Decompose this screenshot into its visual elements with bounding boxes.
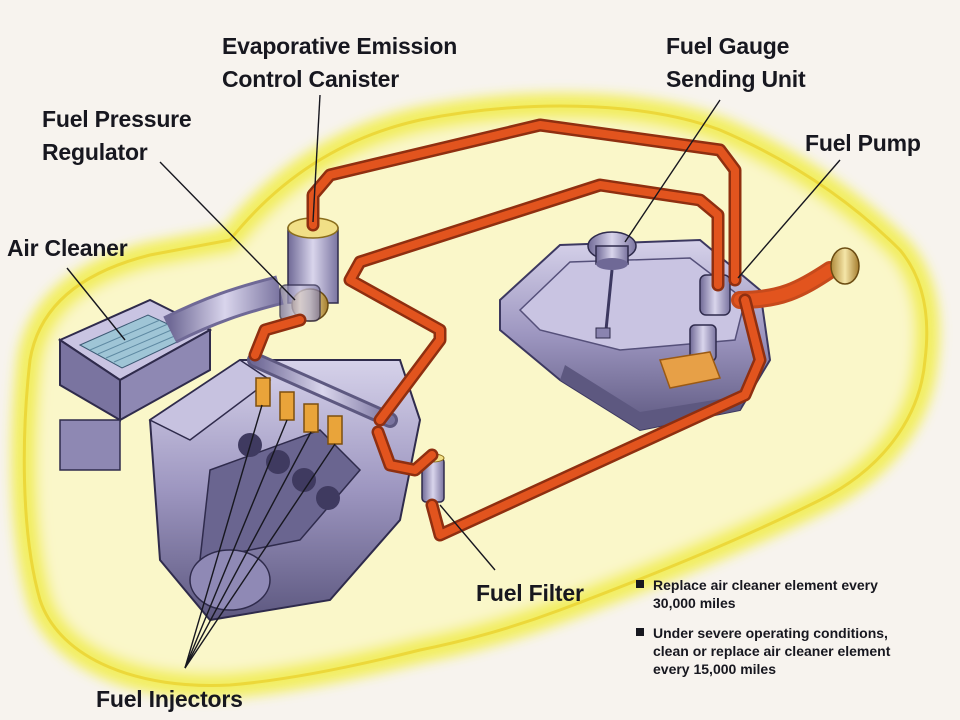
maintenance-notes: Replace air cleaner element every 30,000…	[636, 576, 936, 690]
fuel-rail	[247, 352, 398, 428]
label-line: Control Canister	[222, 66, 399, 92]
note-line: every 15,000 miles	[653, 661, 776, 677]
maintenance-note: Under severe operating conditions, clean…	[636, 624, 936, 678]
label-line: Regulator	[42, 139, 148, 165]
label-evaporative-emission-control-canister: Evaporative Emission Control Canister	[222, 30, 457, 96]
label-line: Evaporative Emission	[222, 33, 458, 59]
label-line: Fuel Pressure	[42, 106, 192, 132]
label-line: Fuel Pump	[805, 130, 921, 156]
bullet-square-icon	[636, 628, 644, 636]
fuel-pump	[658, 274, 731, 389]
label-air-cleaner: Air Cleaner	[7, 232, 128, 265]
fuel-gauge-sending-unit	[587, 231, 637, 339]
note-line: Under severe operating conditions,	[653, 625, 888, 641]
label-line: Fuel Filter	[476, 580, 584, 606]
leader-lines	[66, 94, 841, 669]
fuel-lines	[248, 118, 767, 542]
label-line: Air Cleaner	[7, 235, 128, 261]
bullet-square-icon	[636, 580, 644, 588]
maintenance-note: Replace air cleaner element every 30,000…	[636, 576, 936, 612]
label-fuel-injectors: Fuel Injectors	[96, 683, 243, 716]
label-line: Sending Unit	[666, 66, 806, 92]
note-line: Replace air cleaner element every	[653, 577, 878, 593]
label-fuel-pressure-regulator: Fuel Pressure Regulator	[42, 103, 192, 169]
label-fuel-filter: Fuel Filter	[476, 577, 584, 610]
air-cleaner	[57, 275, 284, 471]
note-line: clean or replace air cleaner element	[653, 643, 891, 659]
label-line: Fuel Gauge	[666, 33, 790, 59]
fuel-injectors	[255, 377, 343, 445]
label-line: Fuel Injectors	[96, 686, 243, 712]
note-line: 30,000 miles	[653, 595, 736, 611]
label-fuel-gauge-sending-unit: Fuel Gauge Sending Unit	[666, 30, 806, 96]
label-fuel-pump: Fuel Pump	[805, 127, 921, 160]
